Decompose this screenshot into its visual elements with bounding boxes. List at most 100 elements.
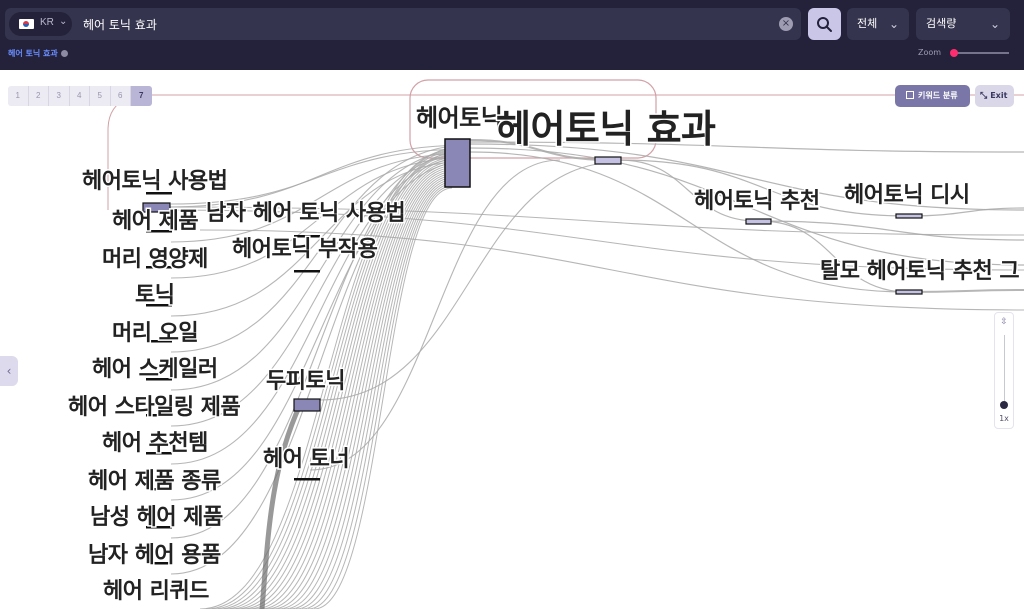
left-node-marker-11 — [146, 562, 172, 565]
step-tab-3[interactable]: 3 — [49, 86, 70, 106]
columns-icon — [906, 91, 914, 99]
right-label-0[interactable]: 헤어토닉 추천 — [693, 188, 822, 216]
link-left-right-1 — [159, 206, 1024, 236]
node-hairloss[interactable] — [895, 289, 923, 295]
step-tab-7[interactable]: 7 — [131, 86, 152, 106]
link-mid-rec — [619, 159, 758, 222]
node-usage[interactable] — [142, 202, 171, 213]
link-rec-tal — [759, 220, 909, 293]
left-label-1[interactable]: 헤어 제품 — [111, 208, 201, 236]
link-mid-disi — [619, 159, 909, 217]
fit-height-icon[interactable]: ⇳ — [1000, 317, 1008, 327]
link-hub-left-5 — [170, 144, 471, 353]
panel-toggle-button[interactable]: ‹ — [0, 356, 18, 386]
link-bundle-14 — [283, 177, 453, 609]
left-label-0[interactable]: 헤어토닉 사용법 — [81, 168, 230, 196]
left-node-marker-3 — [146, 266, 172, 269]
right-label-1[interactable]: 헤어토닉 디시 — [843, 182, 972, 210]
step-tab-4[interactable]: 4 — [70, 86, 90, 106]
node-recommend[interactable] — [745, 218, 772, 225]
link-disi-right — [907, 207, 1024, 217]
hub-title-label[interactable]: 헤어토닉 효과 — [495, 106, 719, 153]
link-hub-left-0 — [168, 144, 471, 208]
scope-dropdown[interactable]: 전체 ⌄ — [847, 8, 909, 40]
left-label-9[interactable]: 남성 헤어 제품 — [89, 504, 226, 532]
mid-node-marker-0 — [294, 235, 320, 238]
left-node-marker-5 — [146, 340, 172, 343]
node-scalp-tonic[interactable] — [293, 398, 321, 412]
right-label-2[interactable]: 탈모 헤어토닉 추천 그 — [819, 258, 1022, 286]
vertical-zoom-track[interactable] — [1004, 335, 1005, 405]
left-label-10[interactable]: 남자 헤어 용품 — [87, 542, 224, 570]
region-label: KR — [40, 17, 54, 28]
hub-top-label[interactable]: 헤어토닉 — [415, 103, 505, 134]
remove-breadcrumb-icon[interactable] — [60, 50, 68, 57]
breadcrumb[interactable]: 헤어 토닉 효과 — [8, 48, 68, 59]
link-hub-right-1 — [469, 141, 1024, 153]
collapse-icon: ⤡ — [980, 91, 988, 101]
scope-value: 전체 — [857, 17, 878, 30]
link-left-right-3 — [199, 229, 1024, 311]
hub-title-node[interactable] — [594, 156, 622, 165]
search-button[interactable] — [808, 8, 841, 40]
link-hub-right-3 — [469, 147, 1024, 266]
zoom-slider-handle[interactable] — [950, 49, 958, 57]
vertical-zoom-handle[interactable] — [1000, 401, 1008, 409]
link-hub-left-2 — [170, 152, 471, 243]
region-selector[interactable]: KR ⌄ — [9, 12, 72, 36]
link-tal-right — [907, 289, 1024, 293]
breadcrumb-label: 헤어 토닉 효과 — [8, 49, 58, 58]
clear-search-icon[interactable]: × — [779, 17, 793, 31]
step-tab-1[interactable]: 1 — [8, 86, 29, 106]
vertical-zoom-level: 1x — [999, 414, 1009, 423]
link-left-right-2 — [159, 209, 1024, 271]
top-bar: KR ⌄ × 전체 ⌄ 검색량 ⌄ 헤어 토닉 효과 Zoom — [0, 0, 1024, 70]
mid-label-0[interactable]: 남자 헤어 토닉 사용법 — [205, 200, 408, 228]
search-input[interactable] — [83, 11, 763, 37]
step-tab-6[interactable]: 6 — [111, 86, 131, 106]
link-bundle-19 — [313, 187, 453, 609]
search-icon — [817, 17, 832, 32]
left-label-6[interactable]: 헤어 스타일링 제품 — [67, 394, 243, 422]
link-bundle-12 — [271, 173, 453, 609]
left-label-3[interactable]: 토닉 — [134, 282, 177, 310]
metric-dropdown[interactable]: 검색량 ⌄ — [916, 8, 1010, 40]
graph-nodes — [142, 138, 923, 565]
link-bundle-7 — [241, 163, 453, 609]
vertical-zoom-control: ⇳ 1x — [994, 312, 1014, 429]
korea-flag-icon — [19, 19, 34, 29]
step-tab-5[interactable]: 5 — [90, 86, 111, 106]
chevron-down-icon: ⌄ — [59, 16, 68, 27]
link-mid-toner — [309, 159, 561, 471]
link-hub-left-10 — [170, 144, 471, 539]
zoom-slider-track[interactable] — [953, 52, 1009, 54]
left-label-7[interactable]: 헤어 추천템 — [101, 430, 210, 458]
link-hub-left-11 — [170, 148, 471, 575]
left-label-4[interactable]: 머리 오일 — [111, 320, 201, 348]
link-mid-dupi — [319, 161, 621, 401]
hub-cluster-outline — [409, 79, 657, 159]
left-label-2[interactable]: 머리 영양제 — [101, 246, 210, 274]
link-bundle-1 — [205, 151, 453, 609]
left-node-marker-8 — [146, 452, 172, 455]
link-hub-left-6 — [170, 148, 471, 391]
hub-node[interactable] — [444, 138, 471, 188]
step-tab-2[interactable]: 2 — [29, 86, 49, 106]
exit-button[interactable]: ⤡Exit — [975, 85, 1014, 107]
node-disi[interactable] — [895, 213, 923, 219]
mid-label-3[interactable]: 헤어 토너 — [262, 446, 352, 474]
mid-label-2[interactable]: 두피토닉 — [265, 368, 347, 396]
link-hub-left-4 — [170, 160, 471, 317]
mid-node-marker-1 — [294, 270, 320, 273]
exit-label: Exit — [990, 91, 1008, 100]
left-label-8[interactable]: 헤어 제품 종류 — [87, 468, 224, 496]
link-bundle-2 — [211, 153, 453, 609]
keyword-category-button[interactable]: 키워드 분류 — [895, 85, 970, 107]
left-label-11[interactable]: 헤어 리퀴드 — [102, 578, 212, 606]
mid-label-1[interactable]: 헤어토닉 부작용 — [231, 236, 380, 264]
left-label-5[interactable]: 헤어 스케일러 — [91, 356, 220, 384]
